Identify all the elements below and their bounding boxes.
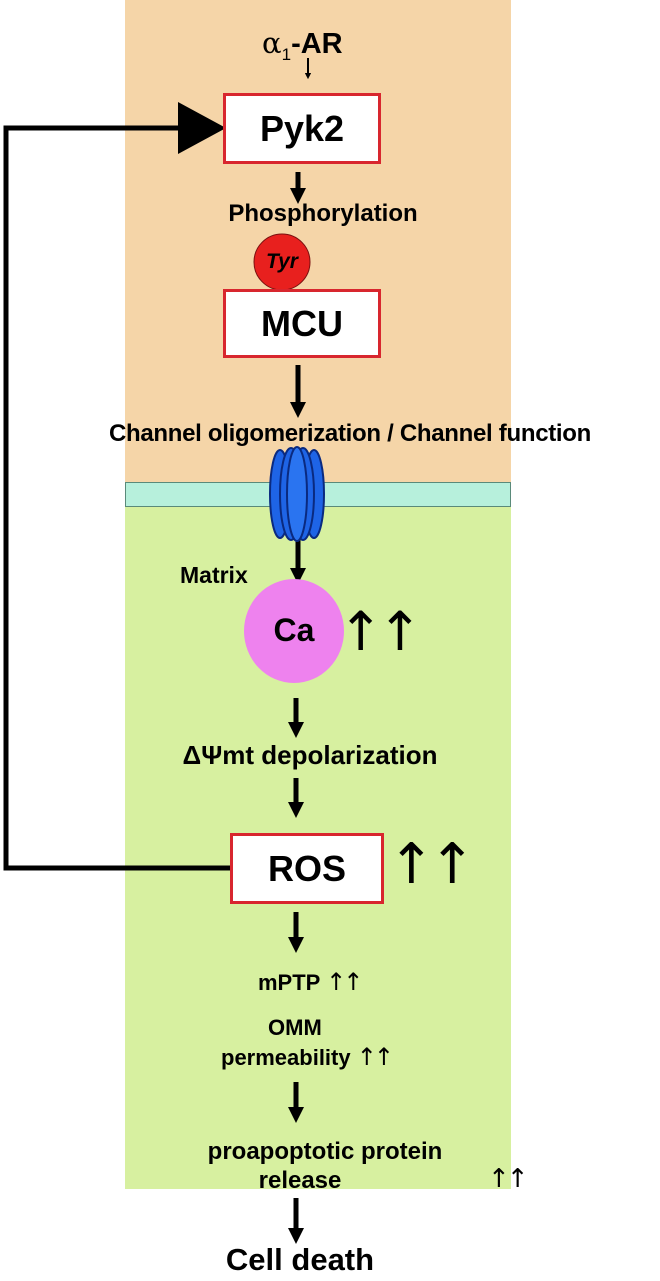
- channel-function-label: Channel oligomerization / Channel functi…: [108, 420, 592, 447]
- omm-increase-arrows: ↑↑: [356, 1043, 394, 1071]
- receptor-alpha: α: [262, 26, 282, 60]
- depolarization-label: ΔΨmt depolarization: [182, 740, 438, 770]
- release-increase-arrows: ↑↑: [488, 1164, 529, 1194]
- phosphorylation-label: Phosphorylation: [228, 200, 418, 227]
- tyr-label: Tyr: [266, 250, 298, 273]
- mptp-text: mPTP: [258, 970, 320, 995]
- ca-increase-arrows: ↑↑: [338, 600, 422, 663]
- ros-label: ROS: [267, 847, 346, 889]
- pyk2-label: Pyk2: [259, 107, 345, 149]
- mptp-increase-arrows: ↑↑: [326, 968, 363, 996]
- ca-circle: [244, 579, 344, 683]
- omm-permeability-label: permeability ↑↑: [221, 1043, 394, 1071]
- receptor-label: α1-AR: [262, 26, 343, 65]
- mcu-channel-icon: [269, 446, 325, 542]
- ros-increase-arrows: ↑↑: [388, 832, 476, 897]
- cytosol-region: [125, 0, 511, 482]
- release-label: release: [258, 1167, 342, 1194]
- receptor-suffix: -AR: [291, 28, 343, 60]
- omm-label: OMM: [268, 1015, 322, 1040]
- ca-label: Ca: [273, 612, 315, 648]
- proapoptotic-protein-label: proapoptotic protein: [207, 1138, 443, 1165]
- mptp-label: mPTP ↑↑: [258, 968, 363, 996]
- mcu-label: MCU: [261, 302, 343, 344]
- mcu-box: MCU: [223, 289, 381, 358]
- permeability-text: permeability: [221, 1045, 351, 1070]
- feedback-line: [3, 125, 230, 871]
- ros-box: ROS: [230, 833, 384, 904]
- pyk2-box: Pyk2: [223, 93, 381, 164]
- feedback-arrowhead: [178, 102, 226, 154]
- cell-death-label: Cell death: [225, 1242, 375, 1277]
- receptor-subscript: 1: [281, 44, 292, 64]
- matrix-label: Matrix: [180, 562, 248, 588]
